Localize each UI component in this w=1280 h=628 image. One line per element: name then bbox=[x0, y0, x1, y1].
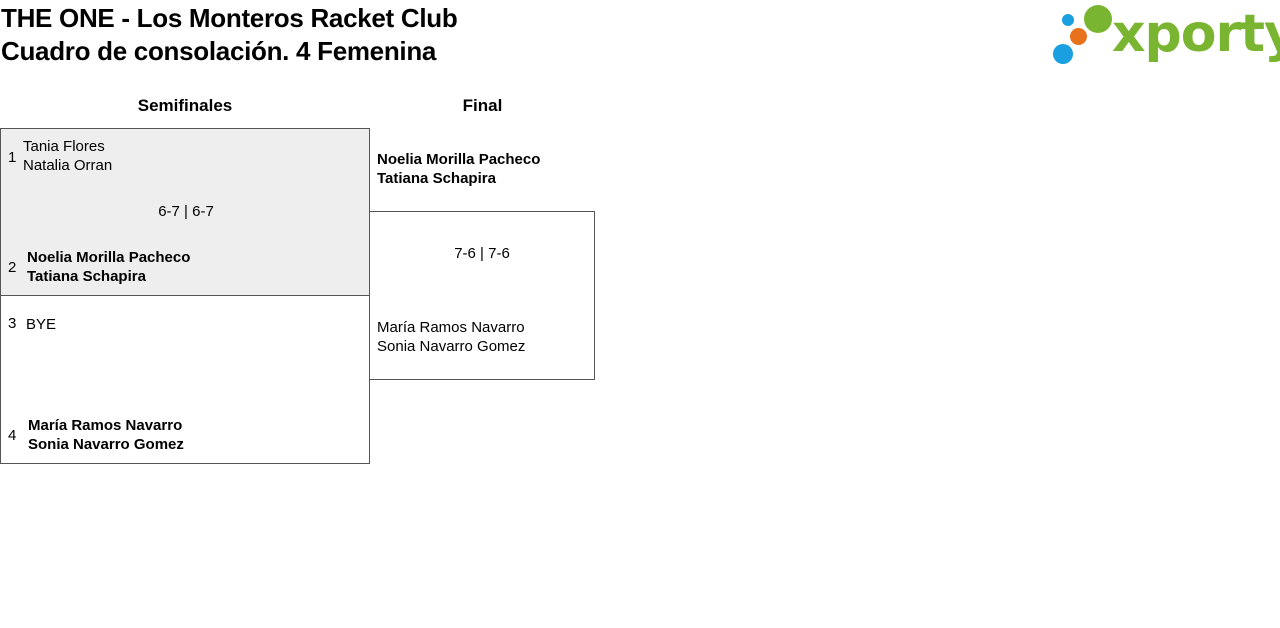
logo-dot-blue-large bbox=[1053, 44, 1073, 64]
player-name: Natalia Orran bbox=[23, 157, 113, 174]
seed-number: 4 bbox=[8, 427, 17, 444]
round-header-final: Final bbox=[462, 96, 503, 115]
round-header-semifinals: Semifinales bbox=[137, 96, 233, 115]
logo-text: xporty bbox=[1112, 4, 1280, 64]
player-name-winner: Noelia Morilla Pacheco bbox=[27, 249, 191, 266]
player-name-winner: Noelia Morilla Pacheco bbox=[377, 151, 541, 168]
match-score: 6-7 | 6-7 bbox=[158, 203, 214, 220]
xporty-logo[interactable]: xporty bbox=[1050, 4, 1280, 68]
logo-dot-orange bbox=[1070, 28, 1087, 45]
final-match[interactable]: 7-6 | 7-6 María Ramos Navarro Sonia Nava… bbox=[369, 211, 595, 380]
seed-number: 3 bbox=[8, 315, 17, 332]
player-name: Tania Flores bbox=[23, 138, 105, 155]
player-name: María Ramos Navarro bbox=[377, 319, 525, 336]
page-title: THE ONE - Los Monteros Racket Club Cuadr… bbox=[1, 2, 458, 68]
player-name-winner: Tatiana Schapira bbox=[377, 170, 496, 187]
player-name: Sonia Navarro Gomez bbox=[377, 338, 526, 355]
logo-dot-green bbox=[1084, 5, 1112, 33]
match-score: 7-6 | 7-6 bbox=[454, 245, 510, 262]
seed-number: 2 bbox=[8, 259, 17, 276]
semifinal-match-2[interactable]: 3 BYE 4 María Ramos Navarro Sonia Navarr… bbox=[0, 295, 370, 464]
final-top-slot: Noelia Morilla Pacheco Tatiana Schapira bbox=[370, 128, 595, 211]
player-name: BYE bbox=[26, 316, 57, 333]
logo-dot-blue-small bbox=[1062, 14, 1074, 26]
tournament-name: THE ONE - Los Monteros Racket Club bbox=[1, 3, 458, 33]
player-name-winner: Tatiana Schapira bbox=[27, 268, 146, 285]
seed-number: 1 bbox=[8, 149, 17, 166]
draw-name: Cuadro de consolación. 4 Femenina bbox=[1, 36, 437, 66]
semifinal-match-1[interactable]: 1 Tania Flores Natalia Orran 6-7 | 6-7 2… bbox=[0, 128, 370, 296]
player-name-winner: Sonia Navarro Gomez bbox=[28, 436, 184, 453]
player-name-winner: María Ramos Navarro bbox=[28, 417, 183, 434]
